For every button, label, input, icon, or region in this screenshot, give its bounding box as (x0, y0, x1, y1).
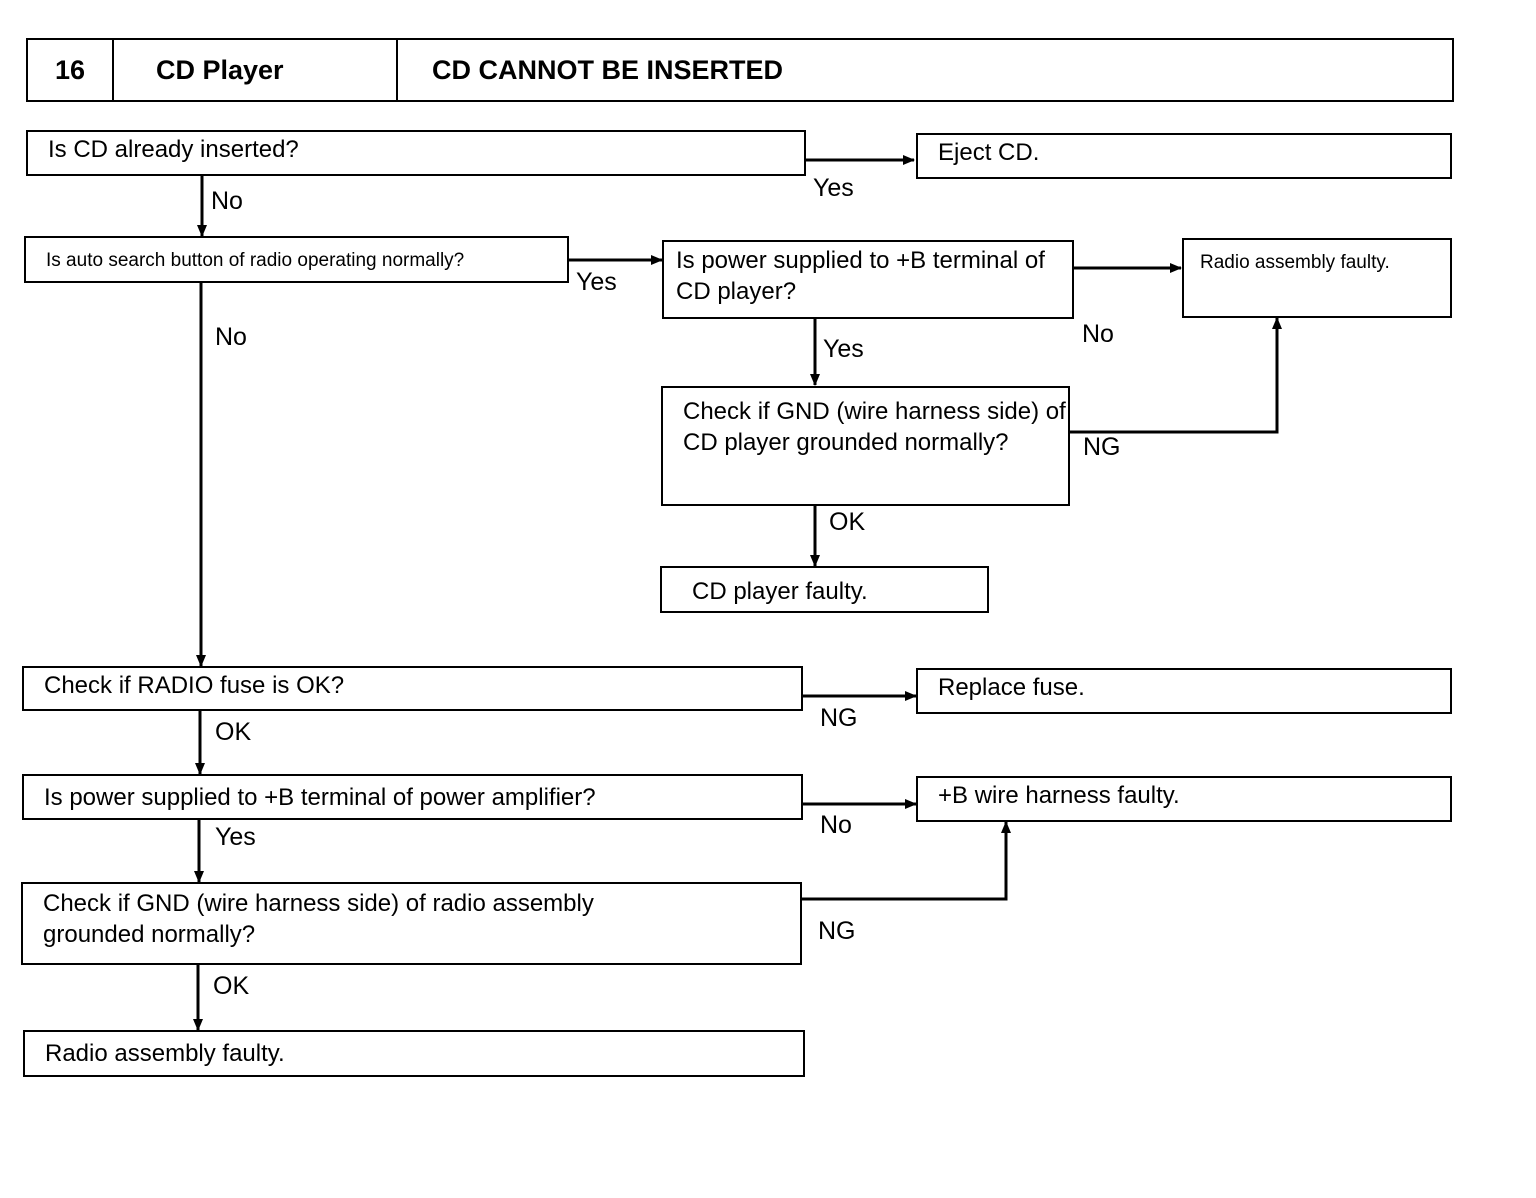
label-yes: Yes (823, 335, 864, 363)
box-replace-fuse: Replace fuse. (916, 668, 1452, 714)
box-cd-player-faulty: CD player faulty. (660, 566, 989, 613)
arrow-gnd-radio-ng (802, 821, 1011, 901)
box-auto-search-button: Is auto search button of radio operating… (24, 236, 569, 283)
box-cd-already-inserted: Is CD already inserted? (26, 130, 806, 176)
box-radio-faulty-top: Radio assembly faulty. (1182, 238, 1452, 318)
label-ng: NG (1083, 433, 1121, 461)
box-radio-faulty-bottom: Radio assembly faulty. (23, 1030, 805, 1077)
problem-title: CD CANNOT BE INSERTED (432, 54, 784, 85)
step-number: 16 (28, 40, 114, 100)
label-yes: Yes (813, 174, 854, 202)
system-name: CD Player (114, 40, 398, 100)
label-no: No (820, 811, 852, 839)
label-ok: OK (213, 972, 250, 1000)
header-bar: 16 CD Player CD CANNOT BE INSERTED (26, 38, 1454, 102)
label-ok: OK (215, 718, 252, 746)
label-yes: Yes (215, 823, 256, 851)
label-no: No (215, 323, 247, 351)
label-yes: Yes (576, 268, 617, 296)
box-radio-fuse: Check if RADIO fuse is OK? (22, 666, 803, 711)
label-ng: NG (820, 704, 858, 732)
box-gnd-cd-player: Check if GND (wire harness side) of CD p… (661, 386, 1070, 506)
box-b-wire-harness-faulty: +B wire harness faulty. (916, 776, 1452, 822)
label-no: No (1082, 320, 1114, 348)
box-power-cd-player: Is power supplied to +B terminal of CD p… (662, 240, 1074, 319)
label-ok: OK (829, 508, 866, 536)
box-power-amplifier: Is power supplied to +B terminal of powe… (22, 774, 803, 820)
label-no: No (211, 187, 243, 215)
box-gnd-radio-assembly: Check if GND (wire harness side) of radi… (21, 882, 802, 965)
box-eject-cd: Eject CD. (916, 133, 1452, 179)
arrow-gnd-cd-ng (1069, 317, 1282, 434)
label-ng: NG (818, 917, 856, 945)
